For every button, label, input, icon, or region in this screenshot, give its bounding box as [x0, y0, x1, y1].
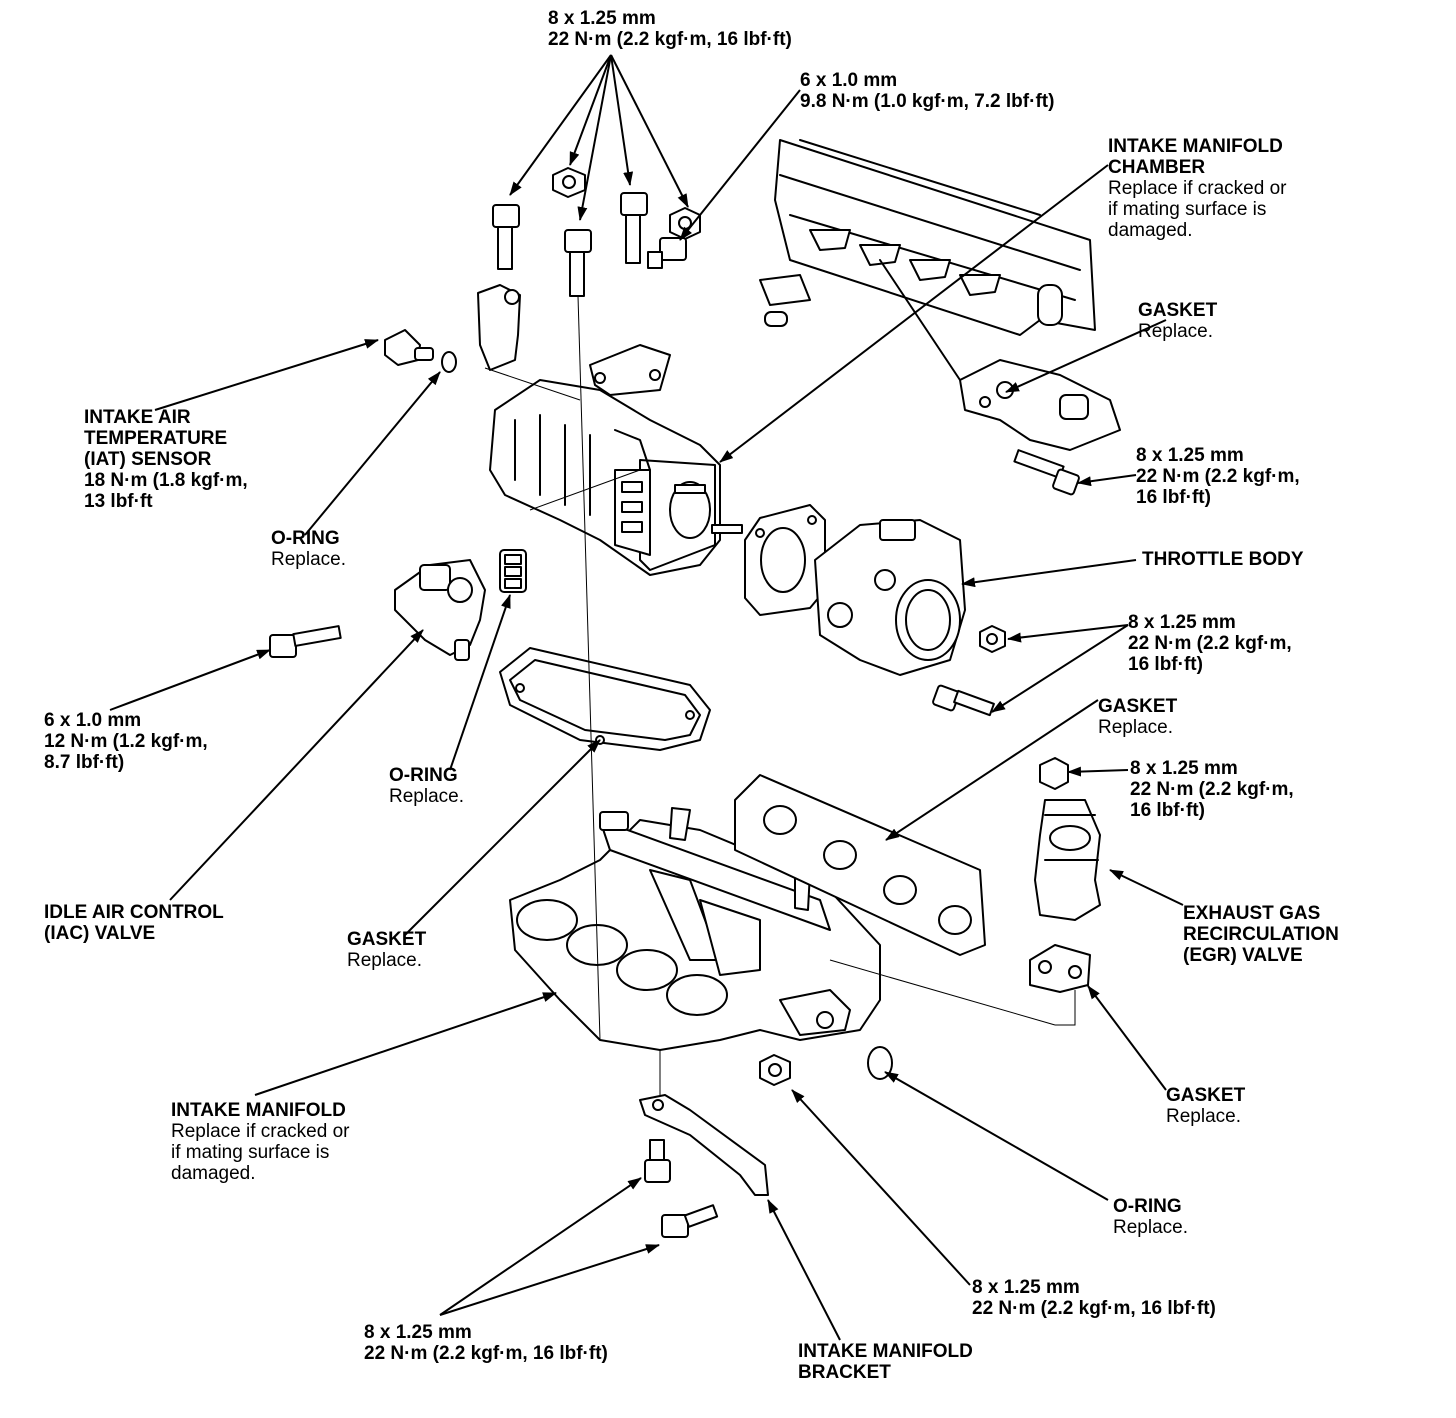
- iac-bolt-size: 6 x 1.0 mm: [44, 710, 142, 731]
- chamber-label: INTAKE MANIFOLD CHAMBER Replace if crack…: [1108, 136, 1286, 241]
- intake-manifold-title: INTAKE MANIFOLD: [171, 1100, 346, 1121]
- throttle-bolts-torque: 22 N·m (2.2 kgf·m,: [1128, 633, 1292, 654]
- egr-nut-torque-2: 16 lbf·ft): [1130, 800, 1205, 821]
- egr-valve-title-1: EXHAUST GAS: [1183, 903, 1321, 924]
- oring-iac-label: O-RING Replace.: [389, 765, 464, 807]
- top-bolts-drawing: [492, 167, 701, 297]
- egr-nut-size: 8 x 1.25 mm: [1130, 758, 1238, 779]
- bracket-bolt-torque: 9.8 N·m (1.0 kgf·m, 7.2 lbf·ft): [800, 91, 1055, 112]
- chamber-note-1: Replace if cracked or: [1108, 178, 1287, 199]
- nut-bottom-spec: 8 x 1.25 mm 22 N·m (2.2 kgf·m, 16 lbf·ft…: [972, 1277, 1216, 1319]
- throttle-body-label: THROTTLE BODY: [1142, 549, 1304, 570]
- iat-line-3: (IAT) SENSOR: [84, 449, 212, 470]
- gasket-upper-label: GASKET Replace.: [1138, 300, 1217, 342]
- iat-line-2: TEMPERATURE: [84, 428, 228, 449]
- gasket-upper-title: GASKET: [1138, 300, 1218, 321]
- manifold-bracket-drawing: [639, 1094, 769, 1238]
- chamber-bolt-drawing: [1013, 449, 1080, 496]
- intake-manifold-note-3: damaged.: [171, 1163, 256, 1184]
- oring-iat-title: O-RING: [271, 528, 340, 549]
- bracket-title-2: BRACKET: [798, 1362, 891, 1383]
- intake-manifold-note-1: Replace if cracked or: [171, 1121, 350, 1142]
- iac-bolt-spec: 6 x 1.0 mm 12 N·m (1.2 kgf·m, 8.7 lbf·ft…: [44, 710, 208, 773]
- oring-iac-title: O-RING: [389, 765, 458, 786]
- nut-bottom-torque: 22 N·m (2.2 kgf·m, 16 lbf·ft): [972, 1298, 1216, 1319]
- gasket-mid-note: Replace.: [347, 950, 422, 971]
- top-bolts-torque: 22 N·m (2.2 kgf·m, 16 lbf·ft): [548, 29, 792, 50]
- throttle-bolts-spec: 8 x 1.25 mm 22 N·m (2.2 kgf·m, 16 lbf·ft…: [1128, 612, 1292, 675]
- iat-sensor-drawing: [384, 329, 457, 373]
- throttle-bolts-torque-2: 16 lbf·ft): [1128, 654, 1203, 675]
- chamber-bracket-drawing: [477, 284, 671, 396]
- gasket-exhaust-title: GASKET: [1098, 696, 1178, 717]
- chamber-title-1: INTAKE MANIFOLD: [1108, 136, 1283, 157]
- bracket-bolts-spec: 8 x 1.25 mm 22 N·m (2.2 kgf·m, 16 lbf·ft…: [364, 1322, 608, 1364]
- throttle-bolts-size: 8 x 1.25 mm: [1128, 612, 1236, 633]
- bracket-bolt-size: 6 x 1.0 mm: [800, 70, 898, 91]
- intake-manifold-label: INTAKE MANIFOLD Replace if cracked or if…: [171, 1100, 349, 1184]
- egr-nut-torque: 22 N·m (2.2 kgf·m,: [1130, 779, 1294, 800]
- top-bolts-size: 8 x 1.25 mm: [548, 8, 656, 29]
- throttle-fasteners-drawing: [932, 625, 1006, 717]
- intake-manifold-note-2: if mating surface is: [171, 1142, 330, 1163]
- egr-valve-title-3: (EGR) VALVE: [1183, 945, 1303, 966]
- gasket-egr-note: Replace.: [1166, 1106, 1241, 1127]
- cylinder-head-drawing: [759, 139, 1121, 451]
- oring-iac-note: Replace.: [389, 786, 464, 807]
- iat-line-5: 13 lbf·ft: [84, 491, 153, 512]
- bracket-label: INTAKE MANIFOLD BRACKET: [798, 1341, 973, 1383]
- throttle-body-drawing: [814, 519, 966, 676]
- chamber-bolt-torque-2: 16 lbf·ft): [1136, 487, 1211, 508]
- chamber-title-2: CHAMBER: [1108, 157, 1206, 178]
- oring-iat-label: O-RING Replace.: [271, 528, 346, 570]
- iac-valve-title-2: (IAC) VALVE: [44, 923, 156, 944]
- gasket-mid-title: GASKET: [347, 929, 427, 950]
- oring-bottom-title: O-RING: [1113, 1196, 1182, 1217]
- oring-iat-note: Replace.: [271, 549, 346, 570]
- iac-bolt-torque: 12 N·m (1.2 kgf·m,: [44, 731, 208, 752]
- bracket-bolts-torque: 22 N·m (2.2 kgf·m, 16 lbf·ft): [364, 1343, 608, 1364]
- iat-line-1: INTAKE AIR: [84, 407, 191, 428]
- intake-manifold-drawing: [509, 807, 881, 1051]
- gasket-exhaust-label: GASKET Replace.: [1098, 696, 1177, 738]
- iac-oring-drawing: [499, 549, 527, 593]
- throttle-gasket-drawing: [744, 504, 826, 616]
- oring-bottom-note: Replace.: [1113, 1217, 1188, 1238]
- top-bolts-spec: 8 x 1.25 mm 22 N·m (2.2 kgf·m, 16 lbf·ft…: [548, 8, 792, 50]
- egr-valve-label: EXHAUST GAS RECIRCULATION (EGR) VALVE: [1183, 903, 1339, 966]
- egr-valve-drawing: [1029, 757, 1101, 993]
- exhaust-gasket-drawing: [734, 774, 986, 956]
- gasket-mid-label: GASKET Replace.: [347, 929, 426, 971]
- chamber-note-3: damaged.: [1108, 220, 1193, 241]
- egr-nut-spec: 8 x 1.25 mm 22 N·m (2.2 kgf·m, 16 lbf·ft…: [1130, 758, 1294, 821]
- gasket-exhaust-note: Replace.: [1098, 717, 1173, 738]
- bracket-bolts-size: 8 x 1.25 mm: [364, 1322, 472, 1343]
- iat-line-4: 18 N·m (1.8 kgf·m,: [84, 470, 248, 491]
- chamber-bolt-torque: 22 N·m (2.2 kgf·m,: [1136, 466, 1300, 487]
- iac-bolt-torque-2: 8.7 lbf·ft): [44, 752, 125, 773]
- iac-valve-drawing: [269, 559, 486, 661]
- intake-manifold-chamber-drawing: [489, 379, 743, 576]
- throttle-body-title: THROTTLE BODY: [1142, 549, 1304, 570]
- iac-valve-title-1: IDLE AIR CONTROL: [44, 902, 224, 923]
- gasket-egr-label: GASKET Replace.: [1166, 1085, 1245, 1127]
- iac-valve-label: IDLE AIR CONTROL (IAC) VALVE: [44, 902, 224, 944]
- chamber-bolt-size: 8 x 1.25 mm: [1136, 445, 1244, 466]
- bottom-fasteners-drawing: [759, 1046, 893, 1086]
- gasket-egr-title: GASKET: [1166, 1085, 1246, 1106]
- iat-sensor-label: INTAKE AIR TEMPERATURE (IAT) SENSOR 18 N…: [84, 407, 248, 512]
- chamber-note-2: if mating surface is: [1108, 199, 1267, 220]
- bracket-title-1: INTAKE MANIFOLD: [798, 1341, 973, 1362]
- bracket-bolt-spec: 6 x 1.0 mm 9.8 N·m (1.0 kgf·m, 7.2 lbf·f…: [800, 70, 1054, 112]
- chamber-bolt-spec: 8 x 1.25 mm 22 N·m (2.2 kgf·m, 16 lbf·ft…: [1136, 445, 1300, 508]
- oring-bottom-label: O-RING Replace.: [1113, 1196, 1188, 1238]
- chamber-gasket-drawing: [499, 647, 711, 751]
- gasket-upper-note: Replace.: [1138, 321, 1213, 342]
- nut-bottom-size: 8 x 1.25 mm: [972, 1277, 1080, 1298]
- egr-valve-title-2: RECIRCULATION: [1183, 924, 1339, 945]
